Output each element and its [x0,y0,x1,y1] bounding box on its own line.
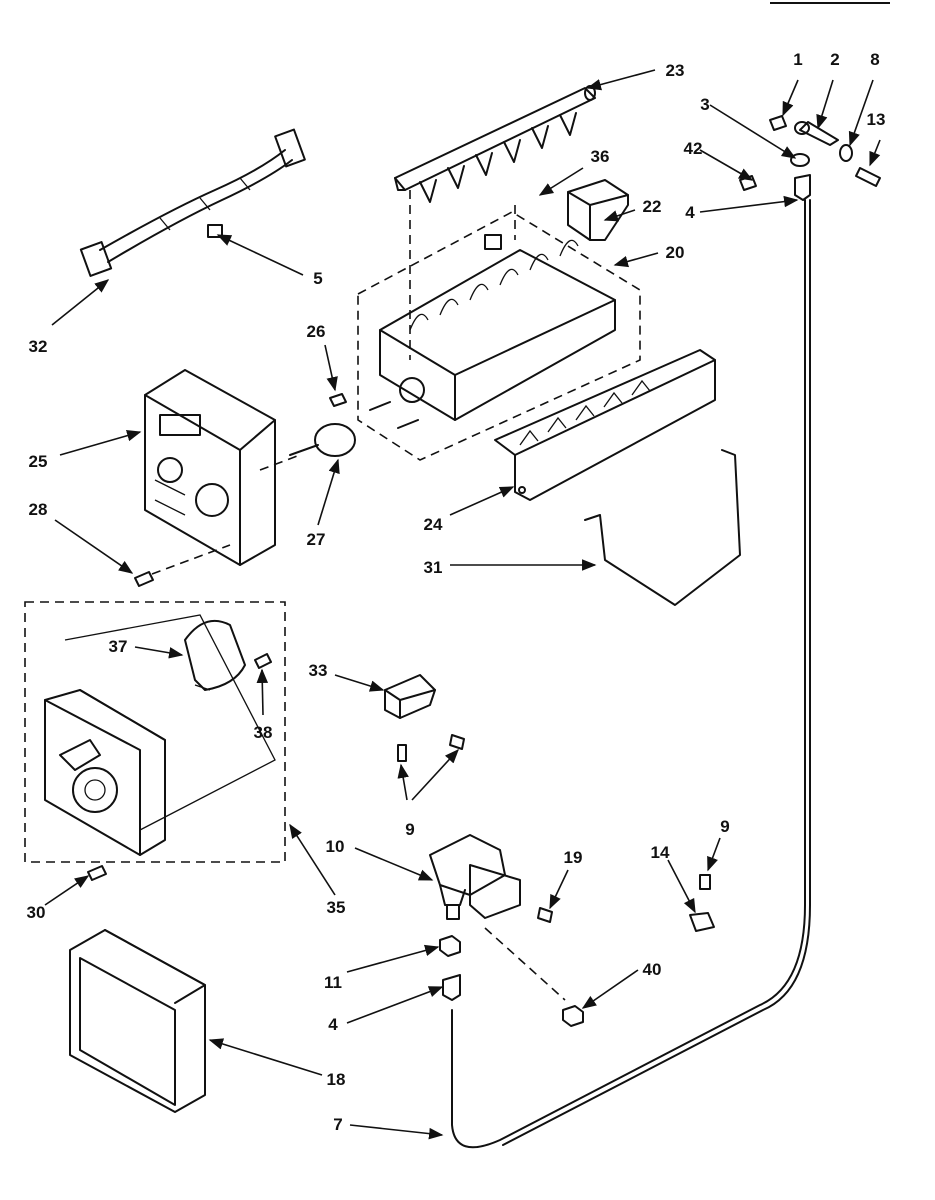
callout-13: 13 [867,110,886,129]
callout-4-bottom: 4 [328,1015,338,1034]
part-9-screws [397,734,465,762]
part-9-screw-right [699,874,711,890]
callout-19: 19 [564,848,583,867]
part-25-control-housing [144,369,276,566]
part-28-screw [134,544,231,587]
callout-10: 10 [326,837,345,856]
part-35-module-box [24,601,286,863]
callout-5: 5 [313,269,322,288]
callout-32: 32 [29,337,48,356]
part-22-fill-cup [514,179,629,241]
callout-11: 11 [324,973,342,992]
callout-labels: 1 2 8 13 3 42 4 23 36 22 20 5 32 26 25 2… [27,50,886,1134]
part-38-screw [254,653,272,669]
callout-25: 25 [29,452,48,471]
callout-9-left: 9 [405,820,414,839]
part-10-water-valve [429,834,521,920]
callout-4-top: 4 [685,203,695,222]
part-19-screw [537,907,553,923]
callout-23: 23 [666,61,685,80]
part-30-screw [87,865,107,881]
callout-9-right: 9 [720,817,729,836]
part-14-clamp [689,912,715,932]
callout-42: 42 [684,139,703,158]
part-11-nut [439,935,461,957]
callout-27: 27 [307,530,326,549]
part-40-nut [484,927,584,1027]
part-31-shutoff-arm [584,449,741,606]
part-18-cover [69,929,206,1113]
callout-30: 30 [27,903,46,922]
part-26-screw [329,393,347,407]
callout-33: 33 [309,661,328,680]
part-4-lower-fitting [442,974,461,1001]
callout-18: 18 [327,1070,346,1089]
part-5-clip [207,224,223,238]
callout-31: 31 [424,558,443,577]
callout-3: 3 [700,95,709,114]
callout-24: 24 [424,515,443,534]
callout-28: 28 [29,500,48,519]
callout-14: 14 [651,843,670,862]
callout-26: 26 [307,322,326,341]
callout-35: 35 [327,898,346,917]
part-20-ice-mold [357,190,641,461]
part-7-water-tube [451,199,806,1149]
callout-22: 22 [643,197,662,216]
callout-20: 20 [666,243,685,262]
part-23-ejector [394,85,596,203]
leader-lines [44,69,881,1140]
callout-40: 40 [643,960,662,979]
inlet-fittings [739,115,881,201]
tube-outline [502,199,811,1146]
part-37-motor [184,620,246,691]
callout-36: 36 [591,147,610,166]
part-33-bracket [384,674,436,719]
part-32-wire-harness [79,128,306,277]
part-27-thermostat [259,423,356,471]
part-24-front-cover [494,349,716,501]
callout-7: 7 [333,1115,342,1134]
callout-2: 2 [830,50,839,69]
callout-38: 38 [254,723,273,742]
callout-8: 8 [870,50,879,69]
callout-37: 37 [109,637,128,656]
callout-1: 1 [793,50,802,69]
